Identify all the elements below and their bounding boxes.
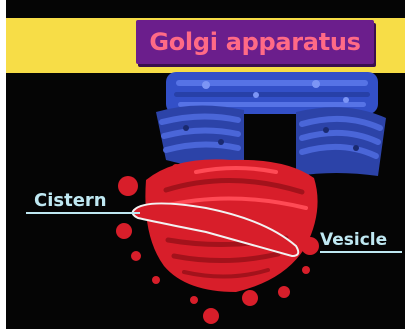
golgi-illustration: [6, 0, 405, 329]
vesicle-label: Vesicle: [320, 230, 387, 250]
diagram-canvas: Golgi apparatus: [6, 0, 405, 329]
cistern-label-line: [26, 212, 140, 214]
vesicle-label-line: [320, 251, 402, 253]
cistern-label: Cistern: [34, 191, 107, 211]
blue-golgi-right-stack: [296, 107, 386, 176]
